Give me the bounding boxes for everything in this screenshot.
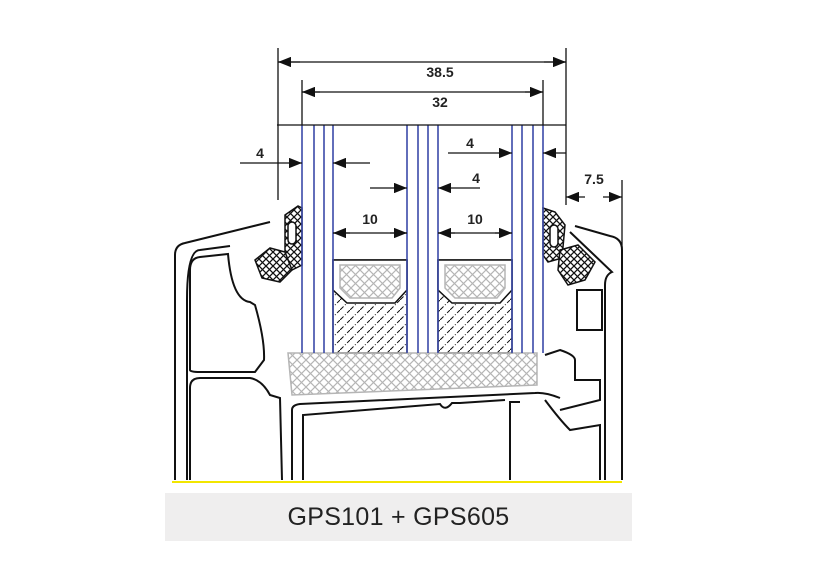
dim-rebate: 7.5 bbox=[584, 171, 604, 187]
frame-profile bbox=[174, 221, 623, 481]
setting-block bbox=[287, 352, 538, 396]
dim-pane-left: 4 bbox=[256, 145, 264, 161]
dim-spacer-left: 10 bbox=[362, 211, 378, 227]
product-caption: GPS101 + GPS605 bbox=[165, 493, 632, 541]
dim-pane-middle: 4 bbox=[472, 170, 480, 186]
spacer-right bbox=[437, 259, 513, 354]
dim-spacer-right: 10 bbox=[467, 211, 483, 227]
seal-right bbox=[542, 206, 596, 286]
dim-pane-right: 4 bbox=[466, 135, 474, 151]
spacer-left bbox=[332, 259, 408, 354]
glass-panes bbox=[301, 125, 544, 353]
dim-overall-width: 38.5 bbox=[426, 64, 453, 80]
dim-glass-width: 32 bbox=[432, 94, 448, 110]
seal-left bbox=[254, 205, 303, 283]
dimension-lines bbox=[240, 48, 623, 480]
